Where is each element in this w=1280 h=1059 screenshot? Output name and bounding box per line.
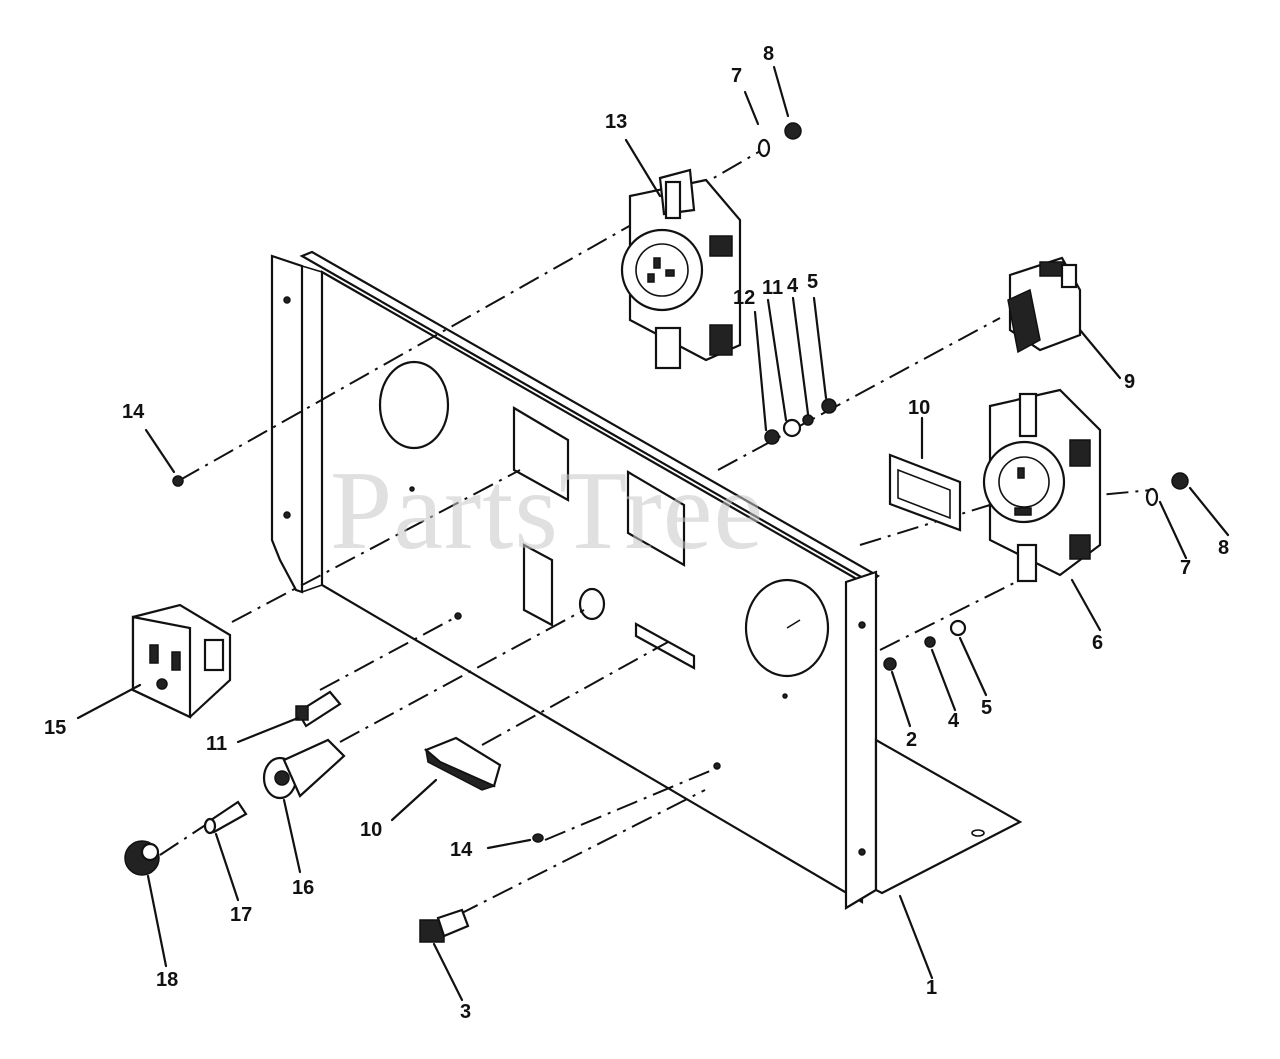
callout-5: 5 [981, 697, 993, 719]
callout-12: 12 [733, 287, 756, 309]
callout-10: 10 [360, 819, 383, 841]
callout-13: 13 [605, 111, 628, 133]
callout-4: 4 [787, 275, 799, 297]
callout-10: 10 [908, 397, 931, 419]
callout-16: 16 [292, 877, 315, 899]
receptacle-13 [620, 168, 742, 370]
callout-2: 2 [906, 729, 918, 751]
callout-14: 14 [122, 401, 145, 423]
callout-4: 4 [948, 710, 960, 732]
callout-17: 17 [230, 904, 253, 926]
receptacle-15 [131, 603, 232, 719]
callout-11: 11 [206, 733, 228, 755]
control-panel [270, 250, 1023, 910]
callout-6: 6 [1092, 632, 1104, 654]
callout-18: 18 [156, 969, 179, 991]
callout-14: 14 [450, 839, 473, 861]
callout-9: 9 [1124, 371, 1136, 393]
callout-1: 1 [926, 977, 938, 999]
callout-15: 15 [44, 717, 67, 739]
callout-3: 3 [460, 1001, 472, 1023]
callout-11: 11 [762, 277, 784, 299]
callout-7: 7 [731, 65, 743, 87]
callout-8: 8 [763, 43, 775, 65]
callout-8: 8 [1218, 537, 1230, 559]
leader-lines [76, 65, 1230, 1002]
receptacle-6 [888, 388, 1102, 583]
callout-5: 5 [807, 271, 819, 293]
watermark: PartsTree [330, 449, 765, 573]
rocker-switch-9 [1007, 256, 1082, 354]
callout-7: 7 [1180, 557, 1192, 579]
hardware-parts [124, 122, 1189, 943]
assembly-lines [159, 149, 1153, 916]
